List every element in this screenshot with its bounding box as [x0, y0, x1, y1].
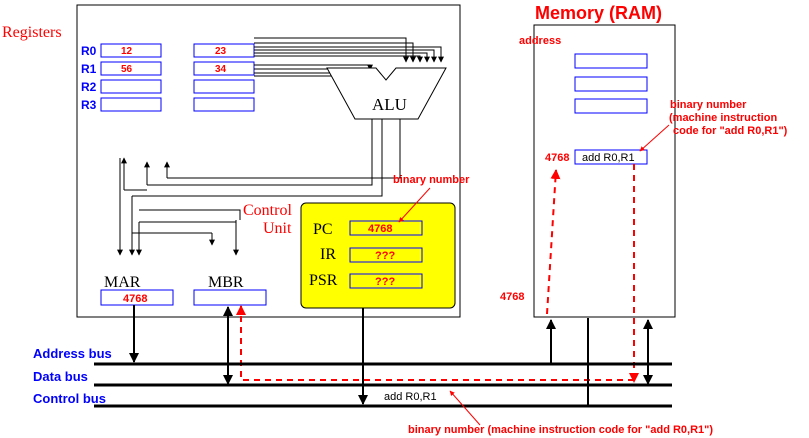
memory-annotation-arrow: [639, 124, 670, 152]
register-name: R3: [81, 98, 97, 112]
register-cell-2: [193, 97, 255, 112]
memory-cell-value: add R0,R1: [582, 152, 635, 164]
data-bus-label: Data bus: [33, 369, 88, 384]
alu-label: ALU: [372, 95, 407, 114]
psr-label: PSR: [309, 272, 338, 289]
register-name: R2: [81, 80, 97, 94]
control-unit-label-2: Unit: [263, 220, 292, 237]
incoming-address-label: 4768: [500, 291, 524, 303]
pc-annotation: binary number: [393, 174, 470, 186]
memory-title: Memory (RAM): [535, 3, 662, 23]
register-value-2: 34: [215, 64, 227, 75]
register-r2: R2: [81, 79, 255, 94]
memory-cell-target: [574, 149, 648, 165]
psr-register: [349, 273, 423, 289]
memory-address-label: address: [519, 35, 561, 47]
control-bus-label: Control bus: [33, 391, 106, 406]
memory-cell: [574, 98, 648, 114]
register-cell: [100, 61, 162, 76]
bottom-annotation-arrow: [449, 390, 481, 426]
register-name: R1: [81, 62, 97, 76]
bottom-annotation: binary number (machine instruction code …: [408, 424, 713, 436]
control-unit-box: [300, 202, 456, 309]
register-name: R0: [81, 44, 97, 58]
ir-value: ???: [375, 250, 395, 262]
internal-bus-wires: [117, 119, 401, 256]
mbr-label: MBR: [208, 274, 244, 291]
memory-cell-address: 4768: [545, 152, 569, 164]
address-bus-label: Address bus: [33, 346, 112, 361]
ir-register: [349, 247, 423, 263]
data-flow-dashed: [236, 164, 639, 383]
memory-annotation-2: (machine instruction: [669, 112, 777, 124]
memory-annotation-1: binary number: [670, 99, 747, 111]
memory-cell: [574, 76, 648, 92]
register-cell: [100, 79, 162, 94]
control-unit-label-1: Control: [243, 202, 292, 219]
memory-annotation-3: code for "add R0,R1"): [673, 125, 788, 137]
psr-value: ???: [375, 276, 395, 288]
register-cell: [100, 97, 162, 112]
register-value: 56: [121, 64, 133, 75]
mar-value: 4768: [123, 293, 147, 305]
registers-label: Registers: [2, 24, 62, 41]
mar-register: [100, 289, 174, 306]
register-value: 12: [121, 46, 133, 57]
bus-value-label: add R0,R1: [384, 391, 437, 403]
register-r1: R1 56 34: [81, 61, 255, 76]
bus-connectors: [129, 305, 653, 405]
pc-annotation-arrow: [398, 187, 431, 223]
cpu-box: [76, 4, 461, 318]
pc-value: 4768: [368, 223, 392, 235]
register-cell: [100, 43, 162, 58]
pc-label: PC: [313, 221, 333, 238]
register-value-2: 23: [215, 46, 227, 57]
memory-cell: [574, 53, 648, 69]
system-buses: [94, 362, 672, 408]
alu-shape: [326, 67, 447, 120]
pc-register: [349, 220, 423, 236]
register-cell-2: [193, 79, 255, 94]
memory-box: [533, 24, 676, 318]
ir-label: IR: [320, 246, 336, 263]
register-r0: R0 12 23: [81, 43, 255, 58]
register-r3: R3: [81, 97, 255, 112]
mar-label: MAR: [104, 274, 141, 291]
mbr-register: [193, 289, 267, 306]
